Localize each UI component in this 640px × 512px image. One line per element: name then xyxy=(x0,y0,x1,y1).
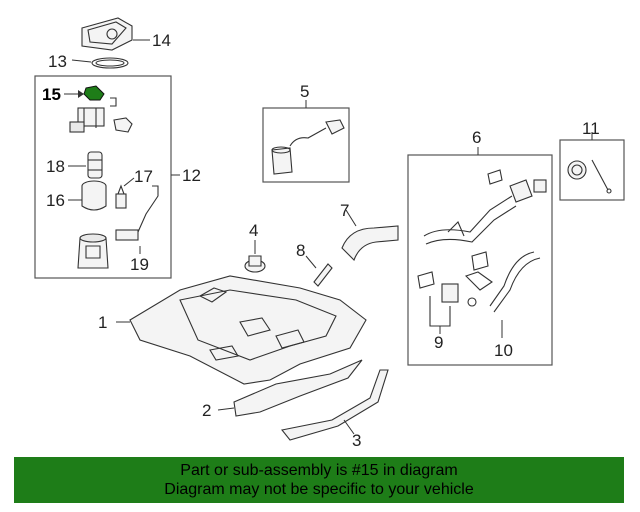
part-9-bracket-set[interactable] xyxy=(417,271,493,334)
part-19-level-sensor[interactable] xyxy=(115,185,159,254)
fuel-strainer xyxy=(77,233,109,269)
part-10-breather-hose[interactable] xyxy=(489,251,541,338)
callout-13[interactable]: 13 xyxy=(48,52,67,71)
callout-10[interactable]: 10 xyxy=(494,341,513,360)
callout-8[interactable]: 8 xyxy=(296,241,305,260)
part-16-fuel-filter[interactable] xyxy=(68,180,107,211)
callout-16[interactable]: 16 xyxy=(46,191,65,210)
callout-11[interactable]: 11 xyxy=(582,119,600,138)
banner-line-2: Diagram may not be specific to your vehi… xyxy=(164,481,474,498)
assembly-box-6 xyxy=(407,154,553,366)
part-7-filler-hose[interactable] xyxy=(341,209,399,261)
part-18-fuel-pump[interactable] xyxy=(68,151,103,179)
info-banner: Part or sub-assembly is #15 in diagram D… xyxy=(14,457,624,503)
callout-5[interactable]: 5 xyxy=(300,82,309,101)
part-13-gasket-ring[interactable] xyxy=(71,57,129,69)
part-17-pressure-regulator[interactable] xyxy=(115,177,135,209)
callout-18[interactable]: 18 xyxy=(46,157,65,176)
callout-9[interactable]: 9 xyxy=(434,333,443,352)
callout-4[interactable]: 4 xyxy=(249,221,258,240)
callout-3[interactable]: 3 xyxy=(352,431,361,450)
part-5-vent-hose[interactable] xyxy=(271,119,345,175)
assembly-box-12 xyxy=(34,75,172,279)
part-11-fuel-cap[interactable] xyxy=(567,159,612,194)
part-4-grommet[interactable] xyxy=(244,240,266,273)
banner-line-1: Part or sub-assembly is #15 in diagram xyxy=(180,462,458,479)
callout-1[interactable]: 1 xyxy=(98,313,107,332)
part-14-cover-plate[interactable] xyxy=(81,17,150,51)
part-1-fuel-tank[interactable] xyxy=(116,275,367,385)
callout-19[interactable]: 19 xyxy=(130,255,149,274)
callout-15[interactable]: 15 xyxy=(42,85,61,104)
callout-17[interactable]: 17 xyxy=(134,167,153,186)
parts-diagram: 14 13 12 15 18 17 xyxy=(34,17,625,450)
part-8-connector-pipe[interactable] xyxy=(305,255,333,287)
part-15-highlighted[interactable] xyxy=(83,85,105,101)
fuel-pump-sender xyxy=(69,97,133,133)
callout-2[interactable]: 2 xyxy=(202,401,211,420)
part-2-heat-shield[interactable] xyxy=(217,359,363,417)
callout-12[interactable]: 12 xyxy=(182,166,201,185)
callout-7[interactable]: 7 xyxy=(340,201,349,220)
part-6-filler-neck[interactable] xyxy=(423,169,547,271)
part-3-tank-strap[interactable] xyxy=(281,369,389,441)
callout-14[interactable]: 14 xyxy=(152,31,171,50)
callout-6[interactable]: 6 xyxy=(472,128,481,147)
